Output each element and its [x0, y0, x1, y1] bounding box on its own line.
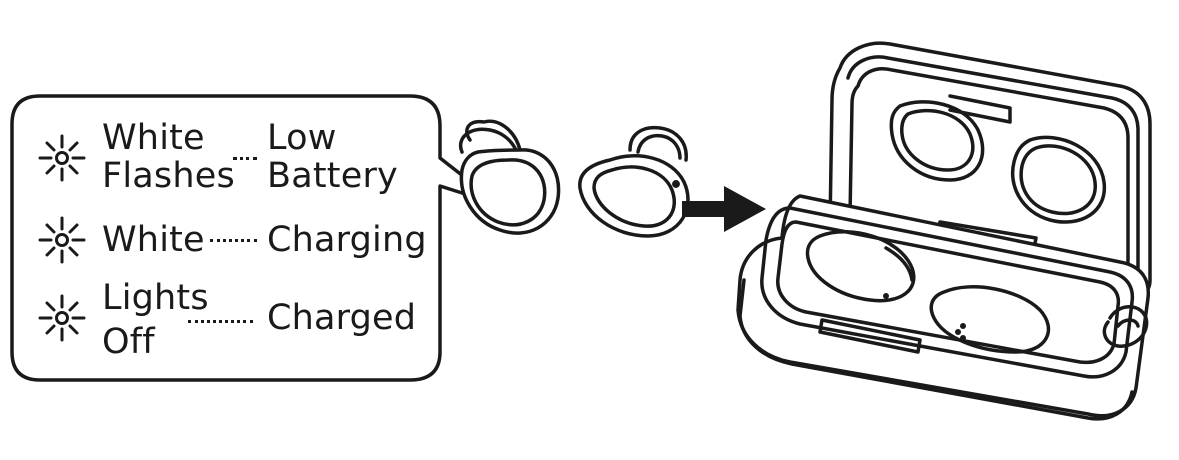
- state-label: Flashes: [102, 156, 235, 196]
- led-light-icon: [38, 134, 86, 182]
- state-label: White: [102, 118, 205, 158]
- arrow-right-icon: [682, 186, 766, 232]
- dotted-leader: [188, 320, 253, 323]
- led-light-icon: [38, 216, 86, 264]
- meaning-label: Charged: [267, 298, 417, 338]
- right-earbud-icon: [578, 125, 690, 238]
- charging-case-icon: [736, 41, 1152, 421]
- dotted-leader: [233, 157, 257, 160]
- state-label: Off: [102, 322, 155, 362]
- state-label: White: [102, 220, 205, 260]
- left-earbud-icon: [458, 119, 561, 235]
- meaning-label: Battery: [267, 156, 398, 196]
- meaning-label: Charging: [267, 220, 427, 260]
- led-light-icon: [38, 294, 86, 342]
- state-label: Lights: [102, 278, 209, 318]
- meaning-label: Low: [267, 118, 337, 158]
- dotted-leader: [210, 239, 257, 242]
- legend-callout-bubble: [10, 94, 502, 382]
